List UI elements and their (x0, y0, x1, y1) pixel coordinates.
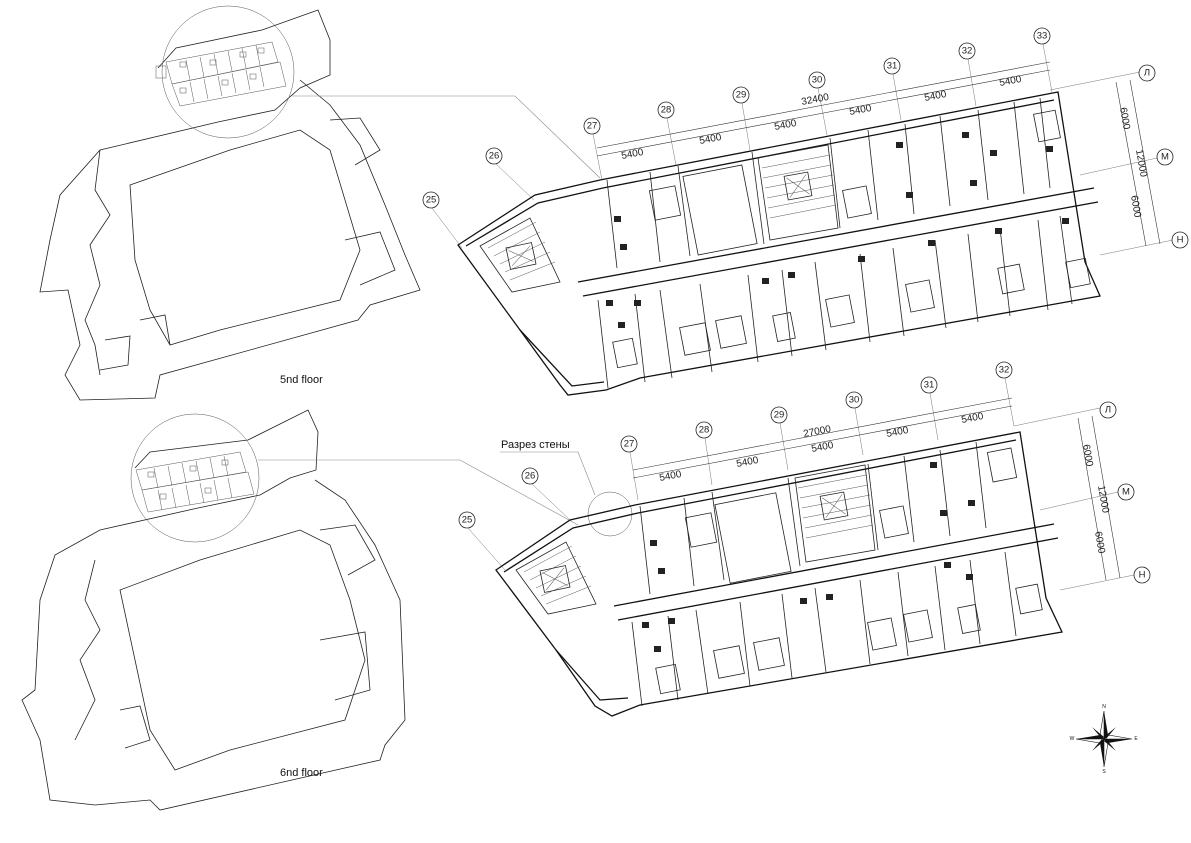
svg-text:25: 25 (426, 195, 437, 206)
svg-text:29: 29 (774, 410, 785, 421)
floor-caption-5: 5nd floor (280, 374, 323, 386)
svg-text:33: 33 (1037, 31, 1048, 42)
svg-text:29: 29 (736, 90, 747, 101)
dim-6-5: 5400 (960, 411, 984, 426)
dim-5-3: 5400 (773, 118, 797, 133)
detail-plan-5th-floor: 5400 5400 5400 5400 5400 5400 32400 6000… (422, 27, 1189, 396)
dim-6-side-2: 12000 (1095, 485, 1111, 515)
key-plan-6th-floor: 6nd floor (21, 409, 406, 811)
svg-text:26: 26 (525, 471, 536, 482)
svg-text:26: 26 (489, 151, 500, 162)
dim-6-side-1: 6000 (1080, 444, 1095, 468)
dim-6-side-3: 6000 (1092, 531, 1107, 555)
svg-text:31: 31 (924, 380, 935, 391)
svg-text:32: 32 (962, 46, 973, 57)
svg-text:25: 25 (462, 515, 473, 526)
section-note-leader (500, 451, 596, 496)
dim-5-1: 5400 (620, 147, 644, 162)
compass-s: S (1102, 769, 1106, 775)
dim-6-4: 5400 (885, 425, 909, 440)
section-note: Разрез стены (501, 439, 570, 451)
compass-w: W (1070, 736, 1075, 742)
svg-text:Н: Н (1139, 570, 1146, 581)
svg-text:Л: Л (1105, 405, 1111, 416)
svg-text:Н: Н (1177, 235, 1184, 246)
svg-text:27: 27 (624, 439, 635, 450)
dim-5-side-2: 12000 (1133, 149, 1149, 179)
key-plan-5th-floor: 5nd floor (39, 5, 421, 401)
leader-line-6 (258, 459, 579, 526)
svg-text:27: 27 (587, 121, 598, 132)
svg-text:32: 32 (999, 365, 1010, 376)
svg-text:28: 28 (661, 105, 672, 116)
dim-5-total: 32400 (800, 92, 830, 108)
dim-5-6: 5400 (998, 74, 1022, 89)
dim-6-2: 5400 (735, 455, 759, 470)
svg-text:30: 30 (849, 395, 860, 406)
floor-caption-6: 6nd floor (280, 767, 323, 779)
dim-6-total: 27000 (802, 424, 832, 440)
svg-text:Л: Л (1144, 68, 1150, 79)
dim-6-1: 5400 (658, 469, 682, 484)
axis-bubbles-6: 25 26 27 28 29 30 31 32 Л М Н (458, 361, 1151, 584)
svg-text:М: М (1161, 152, 1169, 163)
dim-5-5: 5400 (923, 89, 947, 104)
dim-5-4: 5400 (848, 103, 872, 118)
svg-text:28: 28 (699, 425, 710, 436)
axis-bubbles-5: 25 26 27 28 29 30 31 32 33 Л М Н (422, 27, 1189, 249)
dim-5-2: 5400 (698, 132, 722, 147)
dim-5-side-1: 6000 (1117, 107, 1132, 131)
svg-text:М: М (1122, 487, 1130, 498)
compass-rose-icon: N S E W (1070, 704, 1139, 775)
svg-text:30: 30 (812, 75, 823, 86)
compass-n: N (1102, 704, 1106, 710)
dim-6-3: 5400 (810, 440, 834, 455)
svg-text:31: 31 (887, 61, 898, 72)
dim-5-side-3: 6000 (1128, 195, 1143, 219)
detail-plan-6th-floor: Разрез стены (458, 361, 1151, 717)
leader-line-5 (292, 95, 601, 179)
compass-e: E (1134, 736, 1138, 742)
